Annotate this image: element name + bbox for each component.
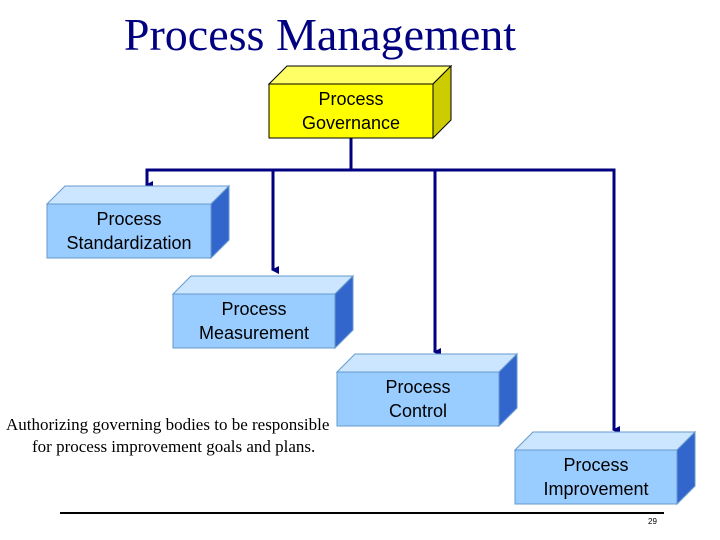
connector-to-improvement: [351, 168, 620, 434]
governance-note: Authorizing governing bodies to be respo…: [6, 415, 330, 456]
governance-box: [267, 64, 453, 140]
control-label: Process Control: [385, 377, 451, 421]
standardization-box: [45, 184, 231, 260]
improvement-box: [513, 430, 697, 506]
measurement-box: [171, 274, 355, 350]
connector-to-measurement: [271, 168, 351, 274]
improvement-label: Process Improvement: [543, 455, 649, 499]
governance-box-top: [267, 65, 453, 85]
page-number: 29: [648, 517, 657, 526]
standardization-label: Process Standardization: [66, 209, 192, 253]
slide-title: Process Management: [123, 9, 517, 60]
connector-to-standardization: [145, 168, 351, 189]
connector-to-control: [351, 168, 441, 356]
governance-box-face: [268, 83, 434, 139]
governance-label: Process Governance: [301, 89, 401, 133]
measurement-label: Process Measurement: [198, 299, 310, 343]
control-box: [335, 352, 519, 428]
connectors: [145, 137, 620, 434]
